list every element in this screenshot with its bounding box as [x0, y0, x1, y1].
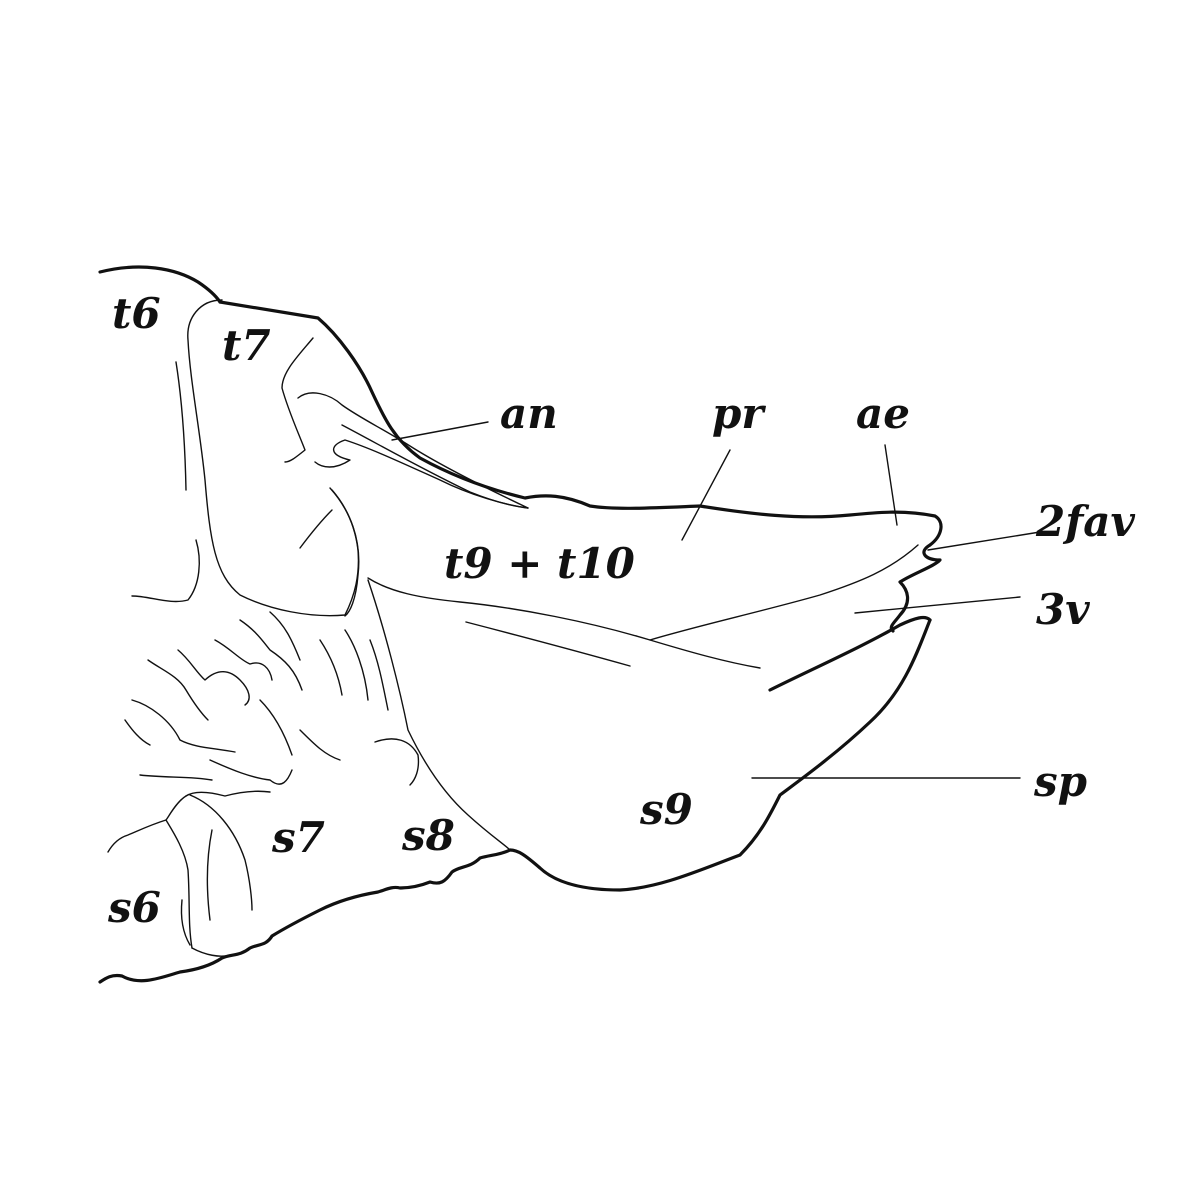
- membrane-line-9: [369, 639, 389, 711]
- membrane-line-2: [147, 659, 209, 721]
- antecosta-fold: [281, 337, 314, 463]
- label-sp: sp: [1033, 757, 1087, 806]
- label-ae: ae: [856, 389, 910, 438]
- membrane-line-7: [319, 639, 343, 696]
- s6-inner-line: [180, 899, 191, 946]
- membrane-line-8: [344, 629, 369, 701]
- membrane-line-13: [209, 759, 293, 785]
- label-t9-t10: t9 + t10: [444, 539, 635, 588]
- membrane-line-6: [269, 611, 301, 661]
- s8-fold: [374, 738, 420, 786]
- label-s7: s7: [271, 813, 325, 862]
- s8-s9-boundary: [367, 579, 511, 851]
- spine-upper: [768, 615, 932, 692]
- membrane-line-1: [131, 699, 236, 753]
- membrane-line-10: [259, 699, 293, 756]
- label-an: an: [500, 389, 558, 438]
- label-s8: s8: [401, 811, 455, 860]
- leader-ae: [884, 444, 898, 526]
- s9-inner-ridge: [465, 621, 631, 667]
- s6-s7-fold: [191, 947, 231, 957]
- s9-ventral-edge: [508, 618, 932, 892]
- s9-dorsal-line: [649, 639, 761, 669]
- leader-lines: [391, 421, 1041, 779]
- label-t6: t6: [112, 289, 161, 338]
- s7-inner-line: [206, 829, 213, 921]
- leader-3v: [854, 596, 1021, 614]
- t7-lateral-edge: [329, 487, 360, 617]
- label-3v: 3v: [1036, 585, 1090, 634]
- membrane-line-12: [139, 774, 213, 781]
- internal-structures: [107, 299, 919, 957]
- label-s6: s6: [107, 883, 161, 932]
- label-s9: s9: [639, 785, 693, 834]
- t6-inner-line-2: [131, 539, 200, 603]
- t6-inner-line-1: [175, 361, 187, 491]
- s6-edge: [107, 819, 167, 853]
- labels: t6 t7 an pr ae 2fav 3v t9 + t10 sp s9 s8…: [107, 289, 1136, 932]
- t6-dorsal-edge: [98, 265, 222, 304]
- s7-s8-edge: [185, 790, 271, 797]
- label-2fav: 2fav: [1035, 497, 1136, 546]
- label-t7: t7: [222, 321, 271, 370]
- membrane-line-4: [214, 639, 273, 681]
- label-pr: pr: [712, 389, 766, 438]
- t7-crease: [299, 509, 333, 549]
- leader-pr: [681, 449, 731, 541]
- membrane-line-14: [124, 719, 151, 746]
- antecosta-ridge: [341, 424, 529, 509]
- membrane-line-11: [299, 729, 341, 761]
- body-outline: [98, 265, 943, 984]
- sternite-ventral-edge: [98, 848, 512, 984]
- membrane-line-5: [239, 619, 303, 691]
- apical-notch: [889, 543, 942, 633]
- leader-an: [391, 421, 489, 441]
- s6-s7-boundary: [165, 795, 193, 949]
- leader-2fav: [927, 531, 1041, 551]
- dorsal-margin: [218, 300, 943, 547]
- membrane-line-3: [177, 649, 250, 706]
- s7-plate-line: [189, 794, 253, 911]
- t7-plate-outline: [187, 299, 360, 617]
